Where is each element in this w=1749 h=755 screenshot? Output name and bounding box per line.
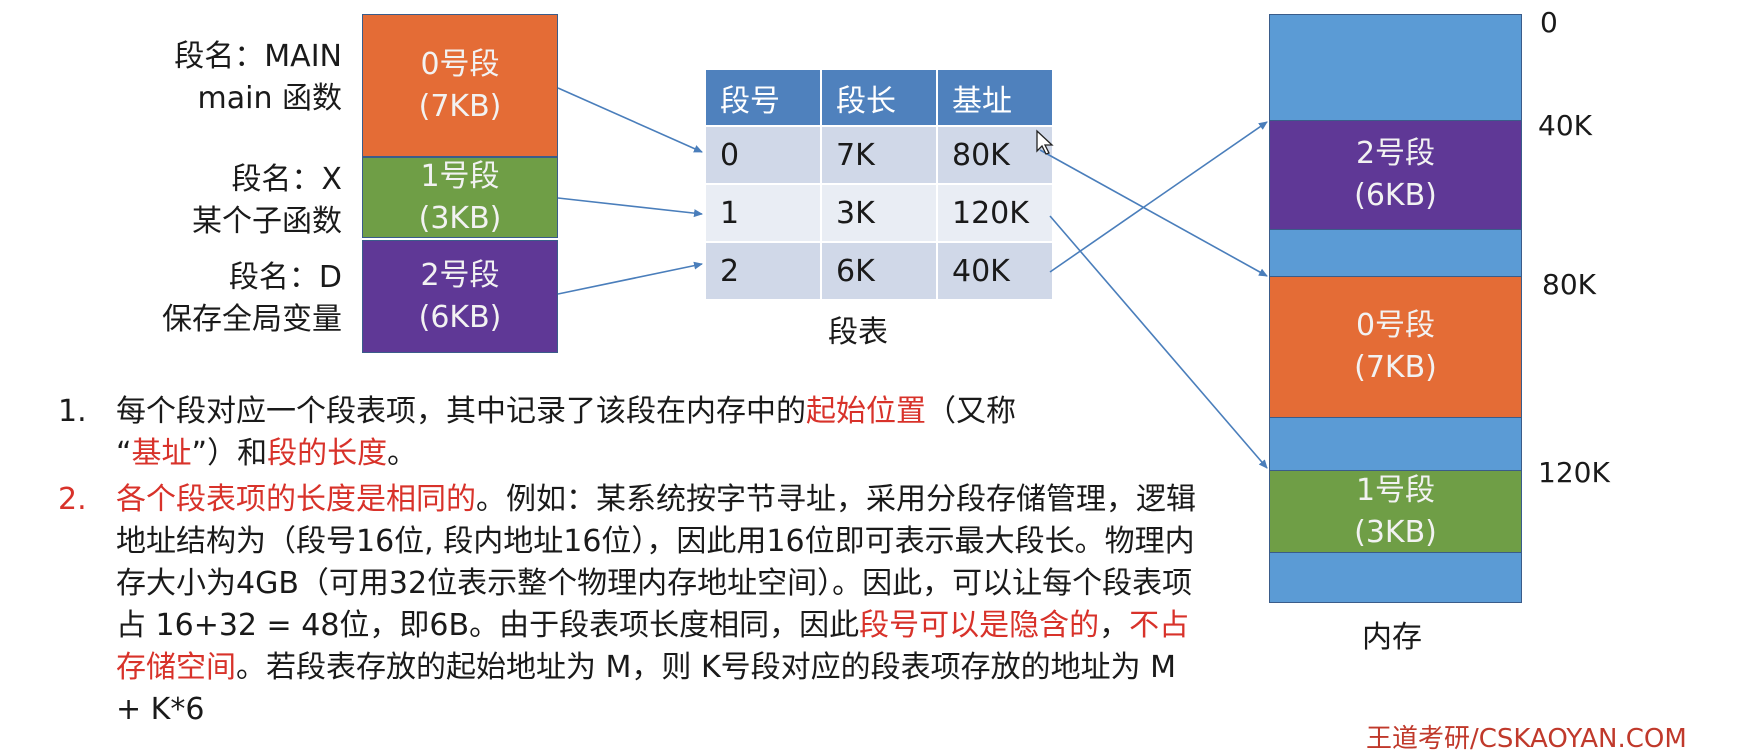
note-item-2: 2. 各个段表项的长度是相同的。例如：某系统按字节寻址，采用分段存储管理，逻辑地… — [58, 479, 1208, 731]
highlight-text: 各个段表项的长度是相同的 — [116, 482, 476, 517]
notes-list: 1. 每个段对应一个段表项，其中记录了该段在内存中的起始位置（又称 “基址”）和… — [58, 391, 1208, 731]
col-segment-length: 段长 — [820, 68, 938, 127]
note-text: （又称 — [926, 394, 1016, 429]
address-80k: 80K — [1542, 268, 1596, 301]
memory-segment-2-block: 2号段 (6KB) — [1269, 120, 1522, 230]
memory-segment-0-size: (7KB) — [1354, 350, 1437, 385]
address-40k: 40K — [1538, 109, 1592, 142]
segment-1-name: 段名：X — [231, 162, 342, 197]
memory-caption: 内存 — [1362, 620, 1422, 655]
note-1-number: 1. — [58, 394, 87, 429]
memory-segment-0-title: 0号段 — [1355, 308, 1436, 343]
segment-1-label: 段名：X 某个子函数 — [60, 159, 342, 243]
address-120k: 120K — [1538, 456, 1610, 489]
note-text: 每个段对应一个段表项，其中记录了该段在内存中的 — [116, 394, 806, 429]
arrow-seg0-to-table — [557, 87, 703, 153]
logical-segment-0-size: (7KB) — [418, 88, 502, 124]
table-cell: 6K — [820, 241, 938, 301]
table-row: 2 6K 40K — [704, 241, 1054, 301]
table-cell: 40K — [936, 241, 1054, 301]
table-cell: 1 — [704, 183, 822, 243]
logical-segment-2-title: 2号段 — [420, 257, 500, 293]
table-cell: 7K — [820, 125, 938, 185]
memory-segment-0-block: 0号段 (7KB) — [1269, 276, 1522, 418]
mouse-cursor-icon — [1036, 129, 1054, 155]
highlight-text: 段号可以是隐含的 — [859, 608, 1100, 643]
note-text: ”）和 — [191, 436, 268, 471]
note-text: ， — [1099, 608, 1130, 643]
logical-segment-0-block: 0号段 (7KB) — [362, 14, 558, 157]
address-0: 0 — [1540, 6, 1558, 39]
arrow-seg2-to-table — [557, 261, 703, 295]
segment-table: 段号 段长 基址 0 7K 80K 1 3K 120K 2 6K 40K — [704, 68, 1054, 301]
segment-0-desc: main 函数 — [197, 81, 343, 116]
segment-table-header: 段号 段长 基址 — [704, 68, 1054, 127]
memory-segment-1-title: 1号段 — [1355, 472, 1436, 508]
logical-segment-1-block: 1号段 (3KB) — [362, 157, 558, 238]
table-cell: 3K — [820, 183, 938, 243]
arrow-row1-to-memory — [1049, 215, 1268, 469]
note-item-1: 1. 每个段对应一个段表项，其中记录了该段在内存中的起始位置（又称 “基址”）和… — [58, 391, 1208, 475]
segment-2-label: 段名：D 保存全局变量 — [60, 257, 342, 341]
table-cell: 120K — [936, 183, 1054, 243]
logical-segment-2-block: 2号段 (6KB) — [362, 240, 558, 353]
highlight-text: 基址 — [131, 436, 192, 471]
note-2-number: 2. — [58, 482, 87, 517]
highlight-text: 不占存储空间 — [116, 608, 1190, 685]
note-text: “ — [116, 436, 132, 471]
mapping-arrows — [557, 87, 1268, 469]
segment-1-desc: 某个子函数 — [192, 204, 342, 239]
highlight-text: 段的长度 — [267, 436, 388, 471]
logical-segment-1-size: (3KB) — [418, 200, 502, 236]
table-cell: 0 — [704, 125, 822, 185]
table-row: 1 3K 120K — [704, 183, 1054, 243]
segment-table-caption: 段表 — [828, 315, 888, 350]
memory-segment-2-size: (6KB) — [1354, 178, 1437, 213]
segment-2-name: 段名：D — [228, 260, 342, 295]
arrow-seg1-to-table — [557, 197, 703, 218]
memory-segment-2-title: 2号段 — [1355, 136, 1436, 171]
arrow-row0-to-memory — [1039, 149, 1268, 277]
memory-segment-1-size: (3KB) — [1354, 514, 1437, 550]
highlight-text: 起始位置 — [806, 394, 926, 429]
table-row: 0 7K 80K — [704, 125, 1054, 185]
table-cell: 80K — [936, 125, 1054, 185]
col-base-address: 基址 — [936, 68, 1054, 127]
footer-watermark: 王道考研/CSKAOYAN.COM — [1366, 724, 1687, 754]
logical-segment-0-title: 0号段 — [420, 46, 500, 82]
segment-0-name: 段名：MAIN — [174, 39, 342, 74]
segment-2-desc: 保存全局变量 — [162, 302, 342, 337]
segment-0-label: 段名：MAIN main 函数 — [60, 36, 342, 120]
logical-segment-1-title: 1号段 — [420, 158, 500, 194]
note-text: 。 — [387, 436, 418, 471]
note-text: 。例如：某系统按字节寻址，采用分段存储管理，逻辑地址结构为（段号16位, 段内地… — [116, 482, 1196, 643]
note-text: 。若段表存放的起始地址为 M，则 K号段对应的段表项存放的地址为 M + K*6 — [116, 650, 1177, 727]
table-cell: 2 — [704, 241, 822, 301]
col-segment-number: 段号 — [704, 68, 822, 127]
arrow-row2-to-memory — [1049, 121, 1268, 273]
logical-segment-2-size: (6KB) — [418, 299, 502, 335]
memory-segment-1-block: 1号段 (3KB) — [1269, 470, 1522, 553]
